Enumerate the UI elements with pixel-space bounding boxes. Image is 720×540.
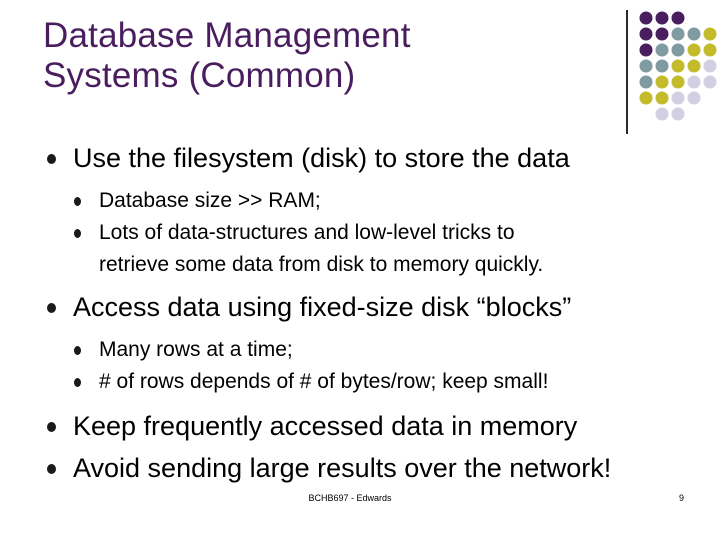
bullet-text: Keep frequently accessed data in memory (73, 411, 578, 441)
bullet-item: Use the filesystem (disk) to store the d… (47, 142, 713, 174)
title-divider-line (626, 10, 628, 134)
bullet-marker-icon (47, 422, 56, 432)
bullet-text: Use the filesystem (disk) to store the d… (73, 143, 570, 173)
bullet-marker-icon (47, 464, 56, 474)
sub-bullet-item: # of rows depends of # of bytes/row; kee… (74, 366, 699, 398)
sub-bullet-item: Many rows at a time; (74, 334, 699, 366)
sub-bullet-item: Database size >> RAM; (74, 185, 699, 217)
bullet-text: Lots of data-structures and low-level tr… (99, 221, 544, 276)
bullet-marker-icon (74, 229, 81, 238)
bullet-marker-icon (74, 378, 81, 387)
bullet-text: Many rows at a time; (99, 338, 293, 361)
bullet-text: Database size >> RAM; (99, 189, 321, 212)
bullet-item: Keep frequently accessed data in memory (47, 410, 713, 442)
bullet-item: Avoid sending large results over the net… (47, 452, 713, 484)
page-number: 9 (678, 493, 684, 503)
bullet-item: Access data using fixed-size disk “block… (47, 291, 713, 323)
bullet-marker-icon (47, 154, 56, 164)
sub-bullet-item: Lots of data-structures and low-level tr… (74, 217, 699, 281)
footer-text: BCHB697 - Edwards (308, 493, 392, 503)
bullet-text: # of rows depends of # of bytes/row; kee… (99, 370, 549, 393)
bullet-marker-icon (74, 197, 81, 206)
bullet-text: Avoid sending large results over the net… (73, 453, 612, 483)
bullet-marker-icon (47, 303, 56, 313)
slide-title: Database Management Systems (Common) (43, 16, 411, 95)
bullet-marker-icon (74, 346, 81, 355)
bullet-text: Access data using fixed-size disk “block… (73, 292, 572, 322)
